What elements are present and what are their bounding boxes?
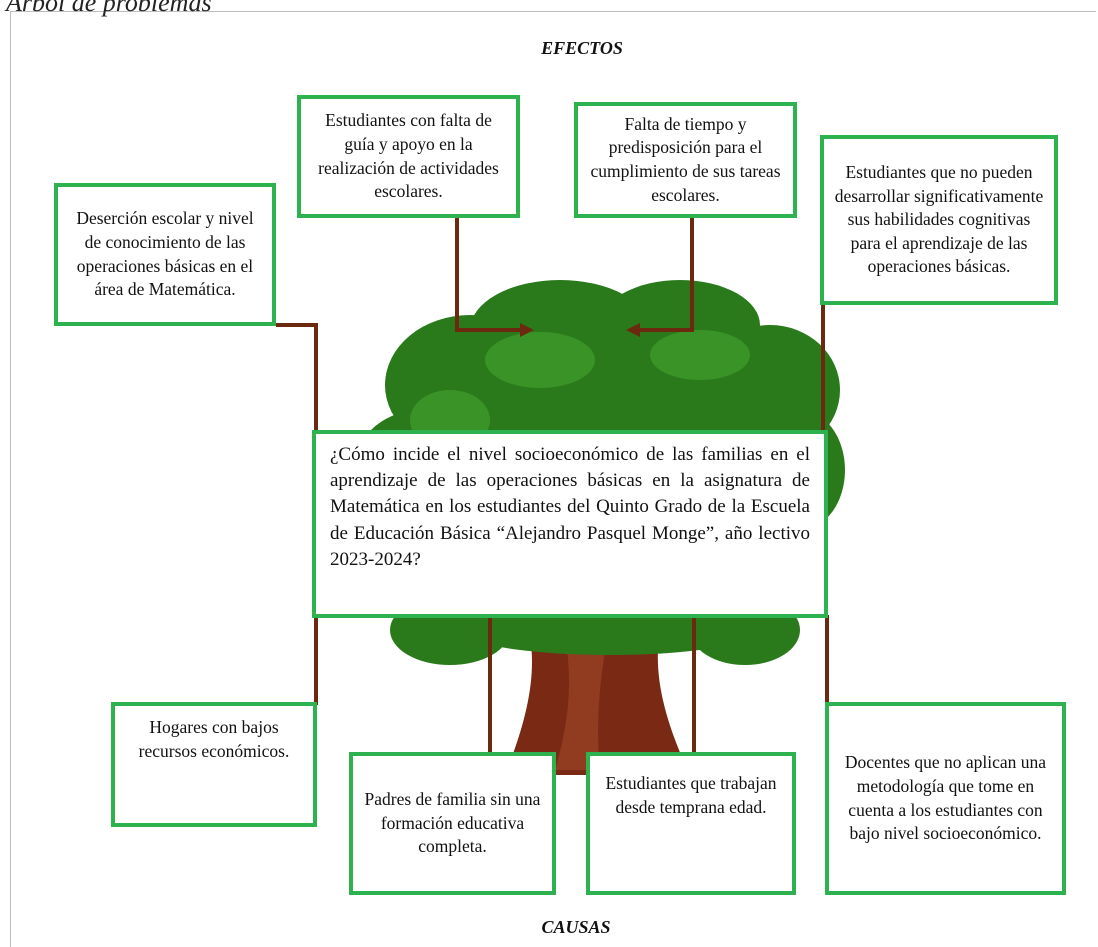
cause-box-1: Hogares con bajos recursos económicos.	[111, 702, 317, 827]
effect-box-2: Estudiantes con falta de guía y apoyo en…	[297, 95, 520, 218]
figure-frame	[10, 11, 1096, 947]
problem-box: ¿Cómo incide el nivel socioeconómico de …	[312, 430, 828, 618]
effects-heading: EFECTOS	[541, 38, 623, 58]
cause-box-2: Padres de familia sin una formación educ…	[349, 752, 556, 895]
connectors	[276, 218, 829, 752]
connector-effect-1	[276, 323, 318, 435]
arrow-head-right-to-left	[626, 323, 640, 337]
effect-box-4: Estudiantes que no pueden desarrollar si…	[820, 135, 1058, 305]
connector-effect-2	[455, 218, 520, 332]
effect-text-1: Deserción escolar y nivel de conocimient…	[76, 208, 254, 300]
effect-box-3: Falta de tiempo y predisposición para el…	[574, 102, 797, 218]
cause-text-2: Padres de familia sin una formación educ…	[364, 789, 541, 857]
cause-text-3: Estudiantes que trabajan desde temprana …	[605, 773, 777, 817]
cause-box-3: Estudiantes que trabajan desde temprana …	[586, 752, 796, 895]
problem-text: ¿Cómo incide el nivel socioeconómico de …	[330, 444, 810, 570]
effect-text-3: Falta de tiempo y predisposición para el…	[590, 113, 781, 205]
connector-effect-3	[640, 218, 694, 332]
causes-heading: CAUSAS	[541, 917, 611, 937]
effect-box-1: Deserción escolar y nivel de conocimient…	[54, 183, 276, 326]
cause-text-1: Hogares con bajos recursos económicos.	[138, 717, 290, 761]
arrowheads	[520, 323, 640, 337]
arrow-head-left-to-right	[520, 323, 534, 337]
effect-text-4: Estudiantes que no pueden desarrollar si…	[834, 161, 1044, 277]
effect-text-2: Estudiantes con falta de guía y apoyo en…	[318, 110, 499, 202]
cause-text-4: Docentes que no aplican una metodología …	[844, 752, 1047, 844]
figure-caption: Árbol de problemas	[6, 0, 212, 17]
cause-box-4: Docentes que no aplican una metodología …	[825, 702, 1066, 895]
